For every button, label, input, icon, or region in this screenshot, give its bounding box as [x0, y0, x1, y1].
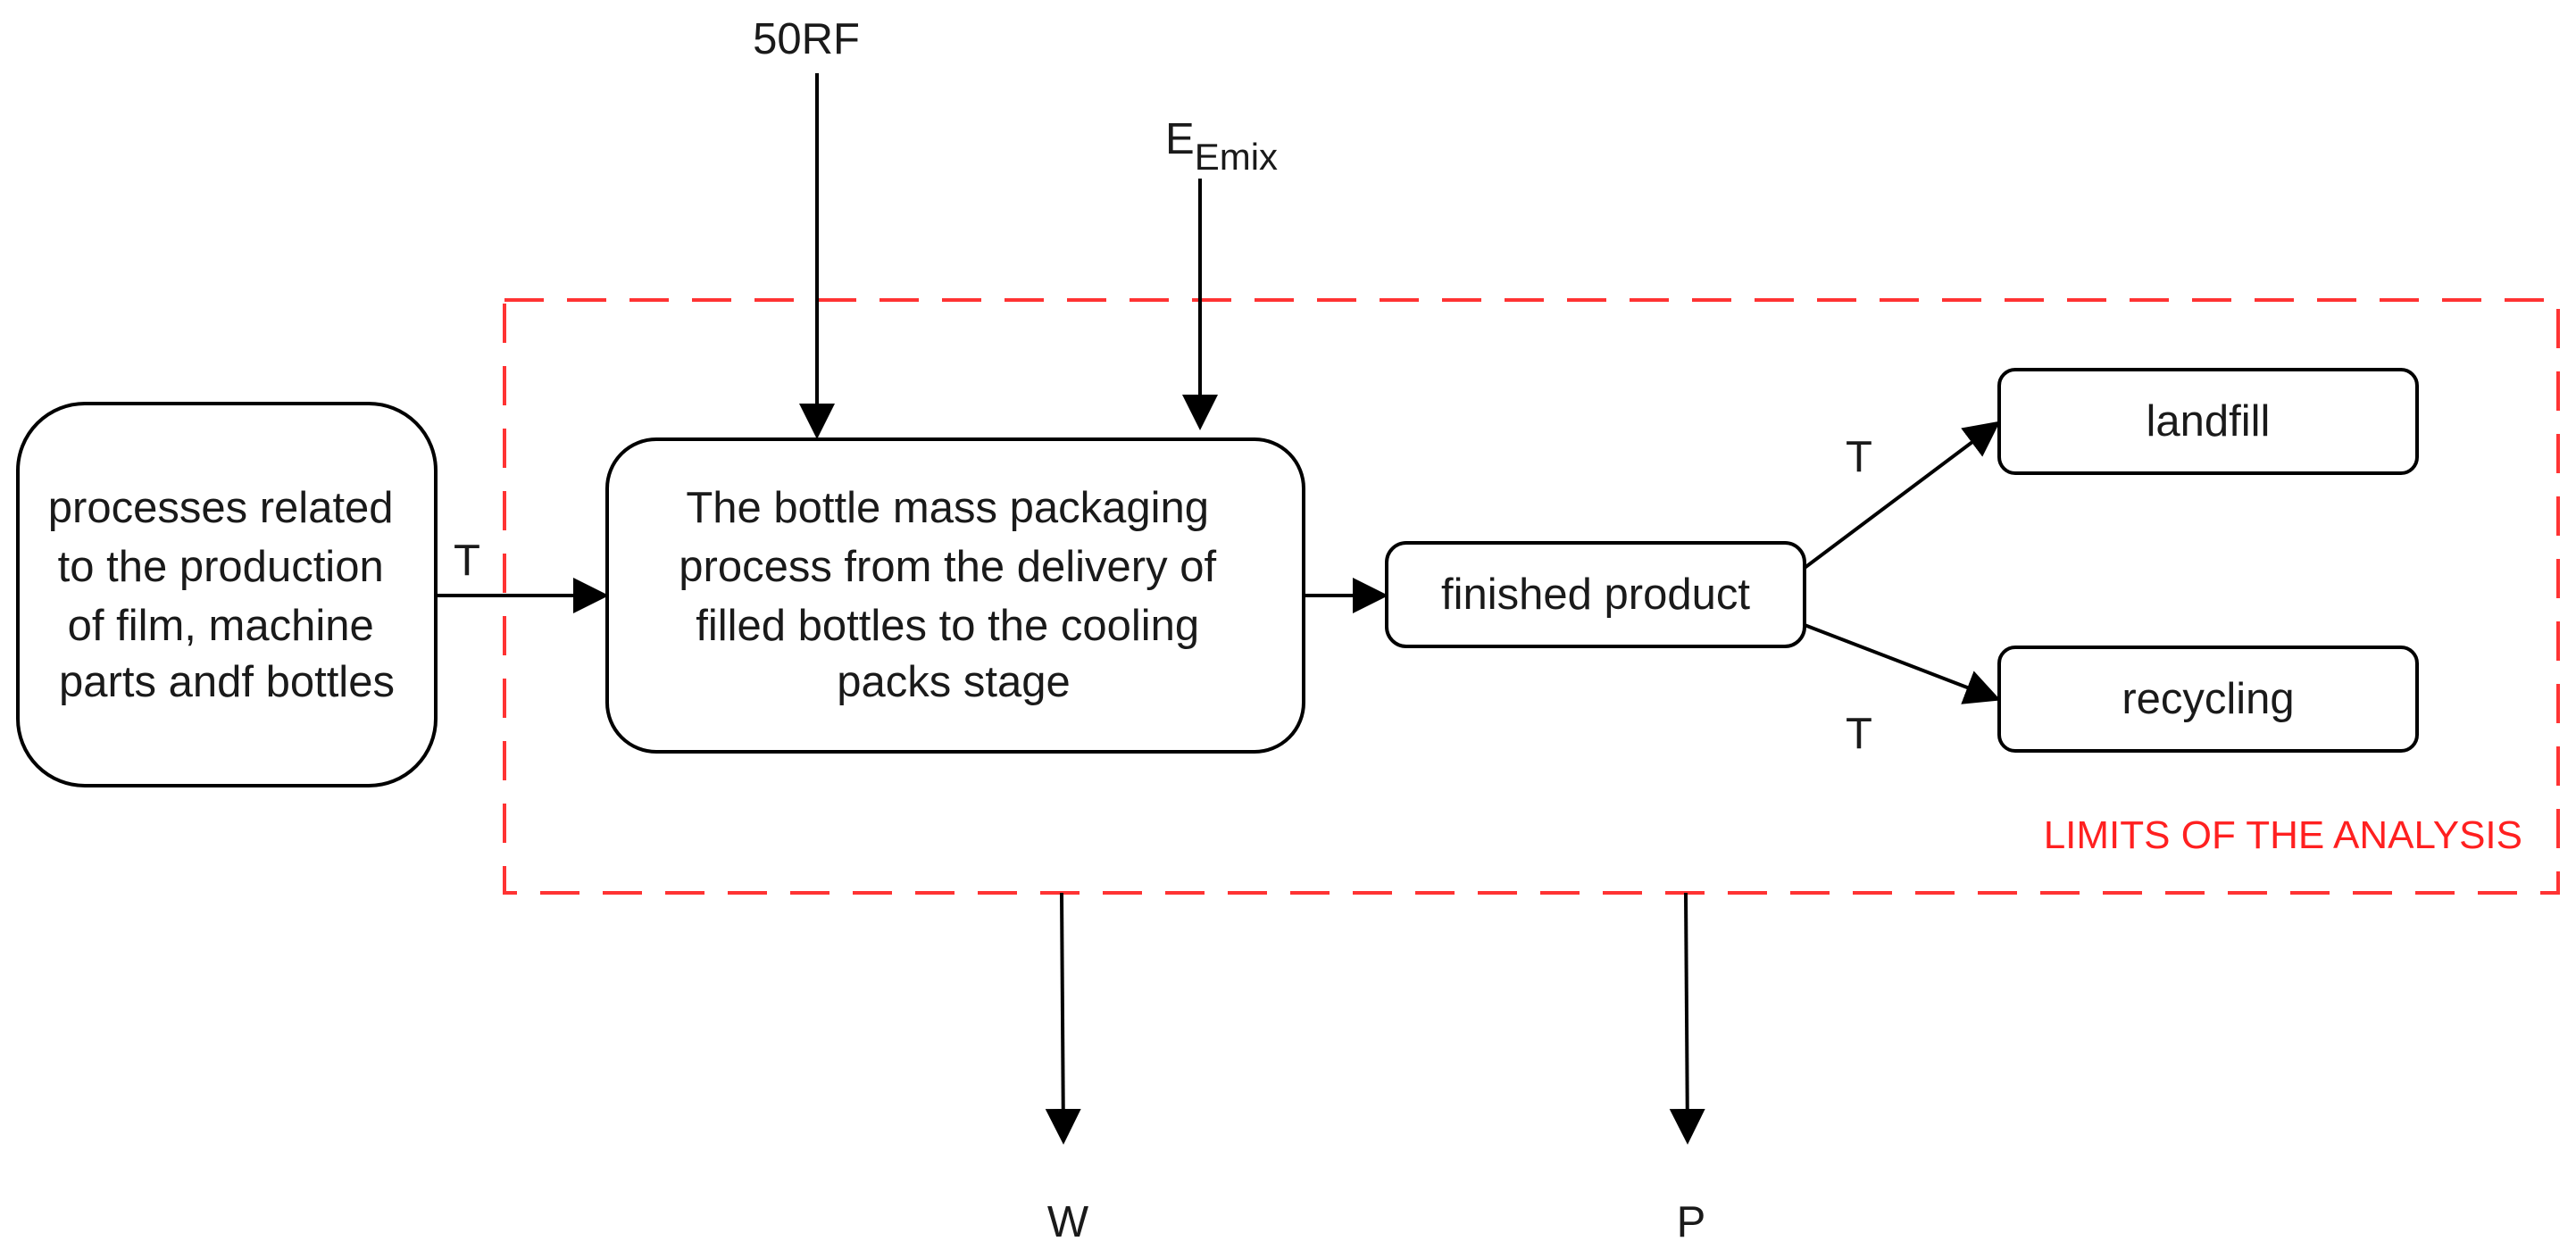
arrow-finished-to-landfill [1803, 421, 2001, 570]
landfill-text: landfill [2147, 397, 2271, 446]
rf-input-label: 50RF [753, 15, 860, 63]
arrow-waste-output [1045, 892, 1081, 1145]
recycling-text: recycling [2122, 675, 2294, 723]
arrow-product-output [1669, 892, 1705, 1145]
analysis-boundary-label: LIMITS OF THE ANALYSIS [2044, 813, 2522, 857]
arrow-finished-to-recycling [1804, 623, 2001, 704]
waste-output-label: W [1047, 1198, 1089, 1246]
energy-input-label: EEmix [1165, 115, 1278, 178]
transport-label-landfill: T [1846, 433, 1872, 481]
finished-product-text: finished product [1441, 571, 1750, 619]
product-output-label: P [1677, 1198, 1706, 1246]
upstream-processes-box [16, 402, 438, 787]
upstream-processes-text: processes related to the production of f… [48, 484, 405, 706]
transport-label-recycling: T [1846, 710, 1872, 758]
transport-label-upstream: T [454, 537, 480, 585]
packaging-process-text: The bottle mass packaging process from t… [679, 484, 1228, 706]
analysis-boundary [503, 298, 2560, 895]
